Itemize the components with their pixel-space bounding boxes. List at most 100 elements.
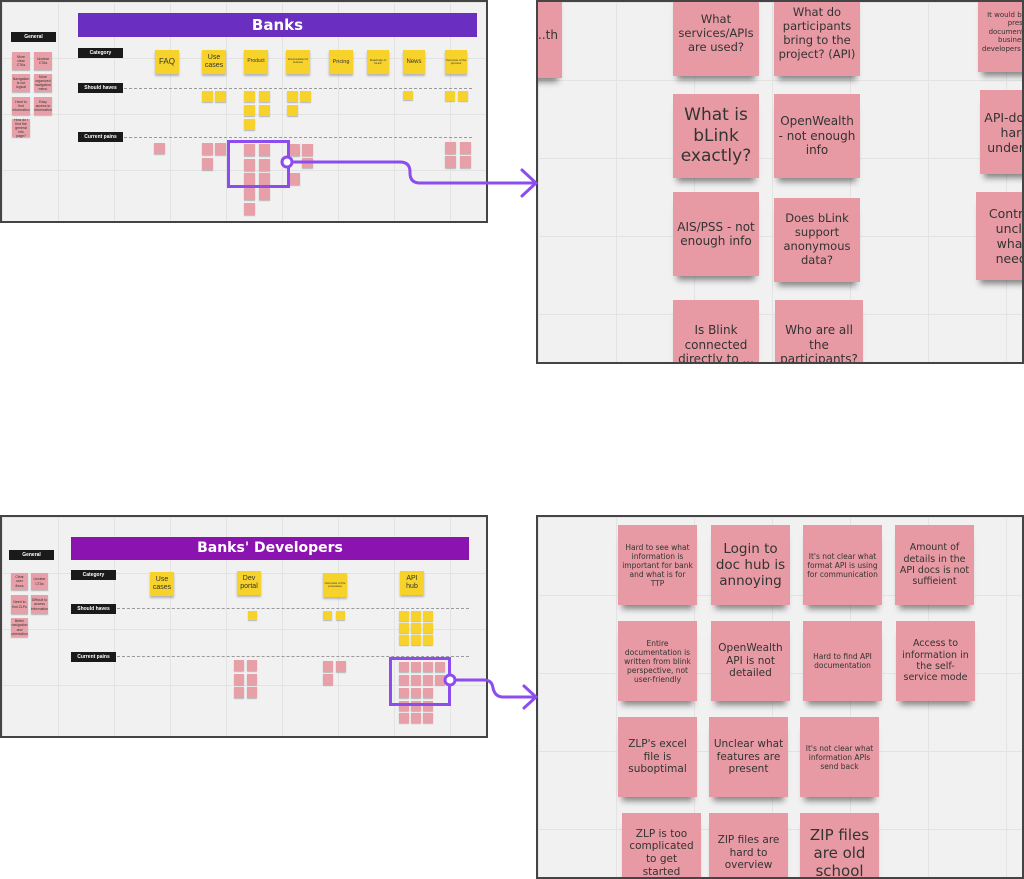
general-sticky[interactable]: Clear user flows	[11, 573, 28, 590]
general-sticky[interactable]: Easy access to information	[34, 97, 52, 115]
should-have-sticky[interactable]	[411, 611, 421, 621]
pain-sticky[interactable]	[445, 142, 456, 154]
pain-sticky[interactable]	[411, 713, 421, 723]
sticky-note[interactable]: ZIP files are hard to overview	[709, 813, 788, 877]
sticky-note[interactable]: AIS/PSS - not enough info	[673, 192, 759, 276]
category-sticky[interactable]: Overview of the process	[445, 50, 467, 74]
category-sticky[interactable]: Documentation for business	[286, 50, 310, 74]
sticky-note[interactable]: Hard to find API documentation	[803, 621, 882, 701]
pain-sticky[interactable]	[234, 660, 244, 671]
pain-sticky[interactable]	[244, 159, 255, 171]
pain-sticky[interactable]	[215, 143, 226, 155]
pain-sticky[interactable]	[154, 143, 165, 154]
sticky-note[interactable]: Login to doc hub is annoying	[711, 525, 790, 605]
pain-sticky[interactable]	[234, 687, 244, 698]
pain-sticky[interactable]	[399, 713, 409, 723]
should-have-sticky[interactable]	[399, 611, 409, 621]
pain-sticky[interactable]	[289, 144, 300, 156]
pain-sticky[interactable]	[399, 701, 409, 711]
general-sticky[interactable]: Difficult to access information	[31, 595, 48, 614]
should-have-sticky[interactable]	[399, 623, 409, 633]
category-sticky[interactable]: Product	[244, 50, 268, 74]
should-have-sticky[interactable]	[323, 611, 332, 620]
sticky-note[interactable]: Does bLink support anonymous data?	[774, 198, 860, 282]
sticky-note[interactable]: What services/APIs are used?	[673, 2, 759, 76]
should-have-sticky[interactable]	[423, 611, 433, 621]
pain-sticky[interactable]	[202, 158, 213, 170]
should-have-sticky[interactable]	[244, 119, 255, 130]
pain-sticky[interactable]	[247, 674, 257, 685]
pain-sticky[interactable]	[435, 675, 445, 685]
category-sticky[interactable]: Use cases	[202, 50, 226, 74]
general-sticky[interactable]: Better navigation and orientation	[11, 618, 28, 637]
should-have-sticky[interactable]	[248, 611, 257, 620]
pain-sticky[interactable]	[411, 662, 421, 672]
category-sticky[interactable]: Roadmap of bLink	[367, 50, 389, 74]
should-have-sticky[interactable]	[259, 105, 270, 116]
sticky-note[interactable]: Is Blink connected directly to ...	[673, 300, 759, 362]
pain-sticky[interactable]	[399, 688, 409, 698]
pain-sticky[interactable]	[289, 173, 300, 185]
should-have-sticky[interactable]	[215, 91, 226, 102]
sticky-note[interactable]: Contracts unclear what is needed	[976, 192, 1022, 280]
pain-sticky[interactable]	[411, 701, 421, 711]
sticky-note[interactable]: ZIP files are old school	[800, 813, 879, 877]
pain-sticky[interactable]	[234, 674, 244, 685]
sticky-note[interactable]: OpenWealth - not enough info	[774, 94, 860, 178]
should-have-sticky[interactable]	[287, 105, 298, 116]
sticky-note[interactable]: OpenWealth API is not detailed	[711, 621, 790, 701]
pain-sticky[interactable]	[247, 687, 257, 698]
sticky-note[interactable]: Amount of details in the API docs is not…	[895, 525, 974, 605]
pain-sticky[interactable]	[411, 675, 421, 685]
category-sticky[interactable]: Pricing	[329, 50, 353, 74]
category-sticky[interactable]: API hub	[400, 571, 424, 595]
pain-sticky[interactable]	[399, 662, 409, 672]
pain-sticky[interactable]	[411, 688, 421, 698]
sticky-note[interactable]: It would be good to present documentatio…	[978, 2, 1022, 72]
general-sticky[interactable]: Unclear CTAs	[31, 573, 48, 590]
general-sticky[interactable]: More organized navigation menu	[34, 74, 52, 92]
banks-board-overview[interactable]: Banks General Category Should haves Curr…	[0, 0, 488, 223]
should-have-sticky[interactable]	[202, 91, 213, 102]
pain-sticky[interactable]	[423, 701, 433, 711]
general-sticky[interactable]: Need to find ZLPs	[11, 595, 28, 614]
banks-board-zoom[interactable]: ...on ...th What services/APIs are used?…	[536, 0, 1024, 364]
sticky-note[interactable]: Unclear what features are present	[709, 717, 788, 797]
pain-sticky[interactable]	[244, 144, 255, 156]
sticky-note[interactable]: API-docs are hard to understand	[980, 90, 1022, 174]
pain-sticky[interactable]	[435, 662, 445, 672]
sticky-note[interactable]: Access to information in the self-servic…	[896, 621, 975, 701]
pain-sticky[interactable]	[423, 688, 433, 698]
should-have-sticky[interactable]	[411, 623, 421, 633]
pain-sticky[interactable]	[259, 144, 270, 156]
pain-sticky[interactable]	[244, 173, 255, 185]
sticky-note[interactable]: It's not clear what information APIs sen…	[800, 717, 879, 797]
category-sticky[interactable]: Overview of the processes	[323, 573, 347, 597]
pain-sticky[interactable]	[323, 661, 333, 672]
sticky-note[interactable]: Who are all the participants?	[775, 300, 863, 362]
pain-sticky[interactable]	[259, 188, 270, 200]
category-sticky[interactable]: Dev portal	[237, 571, 261, 595]
pain-sticky[interactable]	[423, 662, 433, 672]
pain-sticky[interactable]	[460, 156, 471, 168]
category-sticky[interactable]: Use cases	[150, 572, 174, 596]
pain-sticky[interactable]	[336, 661, 346, 672]
pain-sticky[interactable]	[259, 159, 270, 171]
should-have-sticky[interactable]	[423, 635, 433, 645]
general-sticky[interactable]: Unclear CTAs	[34, 52, 52, 70]
pain-sticky[interactable]	[445, 156, 456, 168]
developers-board-overview[interactable]: Banks' Developers General Category Shoul…	[0, 515, 488, 738]
should-have-sticky[interactable]	[445, 91, 455, 101]
pain-sticky[interactable]	[302, 144, 313, 156]
sticky-note[interactable]: ZLP's excel file is suboptimal	[618, 717, 697, 797]
pain-sticky[interactable]	[423, 675, 433, 685]
should-have-sticky[interactable]	[244, 105, 255, 116]
sticky-note[interactable]: ZLP is too complicated to get started	[622, 813, 701, 877]
general-sticky[interactable]: How do I find the general info page?	[12, 118, 30, 138]
category-sticky[interactable]: FAQ	[155, 50, 179, 74]
should-have-sticky[interactable]	[244, 91, 255, 102]
should-have-sticky[interactable]	[287, 91, 298, 102]
pain-sticky[interactable]	[399, 675, 409, 685]
general-sticky[interactable]: More clear CTAs	[12, 52, 30, 70]
developers-board-zoom[interactable]: Hard to see what information is importan…	[536, 515, 1024, 879]
